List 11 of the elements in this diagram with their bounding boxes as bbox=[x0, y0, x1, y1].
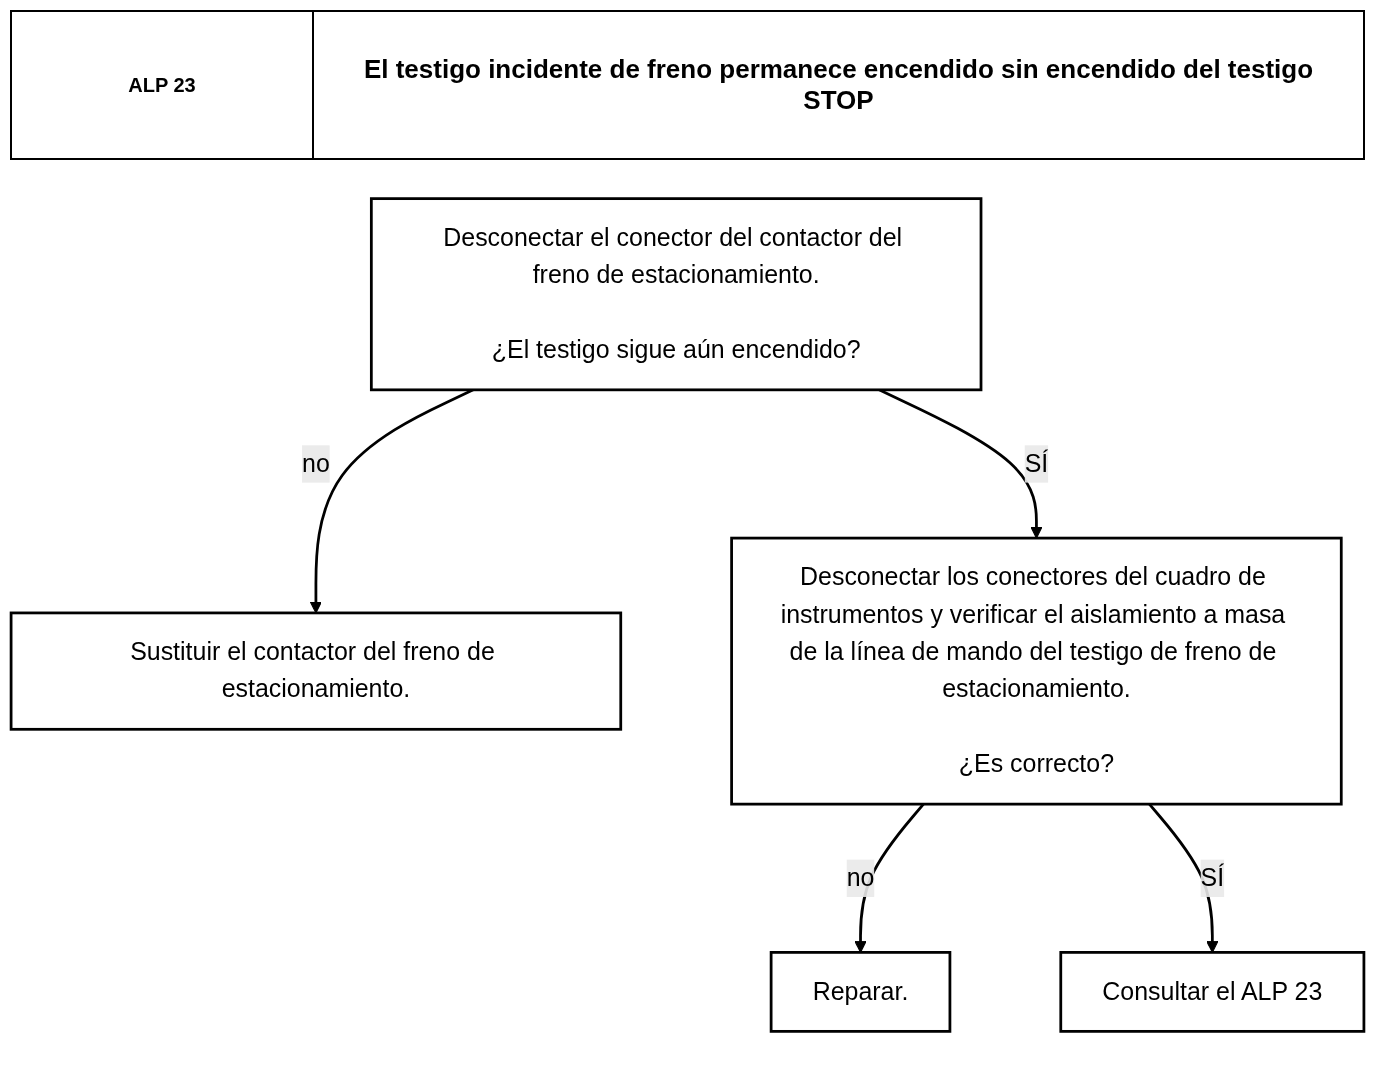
node-box: Desconectar el conector del contactor del freno de estacionamiento. ¿El testigo sigue aún encendido? bbox=[369, 197, 983, 392]
node-box: Sustituir el contactor del freno de estacionamiento. bbox=[9, 611, 623, 731]
edge-label: SÍ bbox=[1024, 449, 1049, 478]
header-label: ALP 23 bbox=[128, 73, 196, 97]
title: El testigo incidente de freno permanece encendido sin encendido del testigo STOP bbox=[362, 54, 1315, 116]
edge-label: no bbox=[846, 863, 875, 892]
node-box: Desconectar los conectores del cuadro de instrumentos y verificar el aislamiento a masa de la línea de mando del testigo de freno de estacionamiento. ¿Es correcto? bbox=[730, 536, 1343, 806]
edge-label: no bbox=[302, 449, 330, 478]
edge-label: SÍ bbox=[1200, 863, 1225, 892]
node-box: Consultar el ALP 23 bbox=[1059, 951, 1366, 1033]
node-box: Reparar. bbox=[769, 951, 952, 1033]
